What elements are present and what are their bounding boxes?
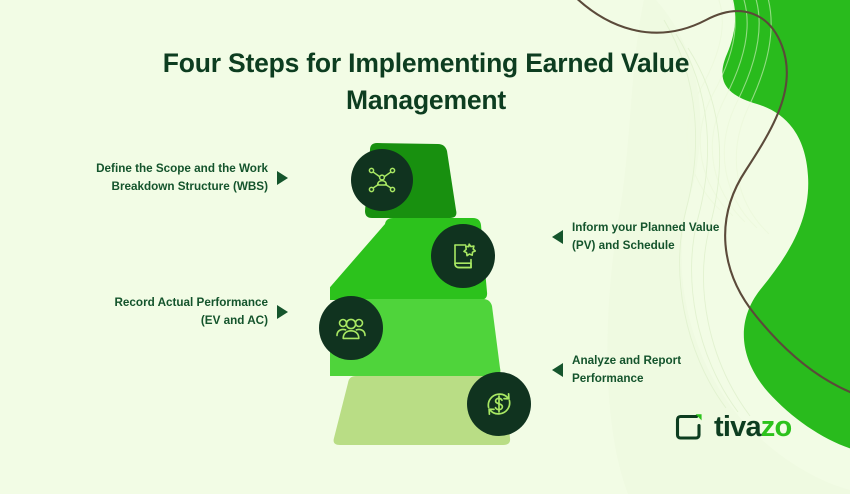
document-star-icon <box>454 243 476 269</box>
step-4-line1: Analyze and Report <box>572 354 682 367</box>
triangle-left-icon <box>552 362 563 377</box>
step-label-1[interactable]: Define the Scope and the Work Breakdown … <box>78 160 288 196</box>
users-group-icon <box>336 318 366 340</box>
badge-users-group[interactable] <box>319 296 383 360</box>
step-4-line2: Performance <box>572 371 644 385</box>
step-1-line2: Breakdown Structure (WBS) <box>111 179 269 193</box>
step-label-3[interactable]: Record Actual Performance (EV and AC) <box>98 294 288 330</box>
step-label-4[interactable]: Analyze and Report Performance <box>552 352 792 388</box>
step-label-2[interactable]: Inform your Planned Value (PV) and Sched… <box>552 219 792 255</box>
step-label-1-text: Define the Scope and the Work Breakdown … <box>96 160 268 196</box>
logo-name-accent: zo <box>760 411 792 443</box>
step-1-line1: Define the Scope and the Work <box>96 162 268 175</box>
triangle-right-icon <box>277 304 288 319</box>
step-3-line1: Record Actual Performance <box>114 296 268 309</box>
step-label-2-text: Inform your Planned Value (PV) and Sched… <box>572 219 719 255</box>
badge-document-star[interactable] <box>431 224 495 288</box>
step-2-line2: (PV) and Schedule <box>572 238 675 252</box>
step-label-4-text: Analyze and Report Performance <box>572 352 681 388</box>
step-2-line1: Inform your Planned Value <box>572 221 720 234</box>
step-3-line2: (EV and AC) <box>200 313 268 327</box>
page-title: Four Steps for Implementing Earned Value… <box>162 48 690 115</box>
network-people-icon <box>368 167 396 193</box>
logo-name-dark: tiva <box>714 411 762 443</box>
logo-wordmark: tivazo <box>714 411 792 443</box>
step-label-3-text: Record Actual Performance (EV and AC) <box>114 294 268 330</box>
triangle-left-icon <box>552 229 563 244</box>
badge-network-people[interactable] <box>351 149 413 211</box>
funnel-tier-4[interactable] <box>333 376 511 445</box>
badge-money-refresh[interactable] <box>467 372 531 436</box>
money-refresh-icon <box>487 392 511 416</box>
brand-logo[interactable]: tivazo <box>672 411 792 444</box>
tivazo-bracket-icon <box>675 414 702 440</box>
triangle-right-icon <box>277 170 288 185</box>
